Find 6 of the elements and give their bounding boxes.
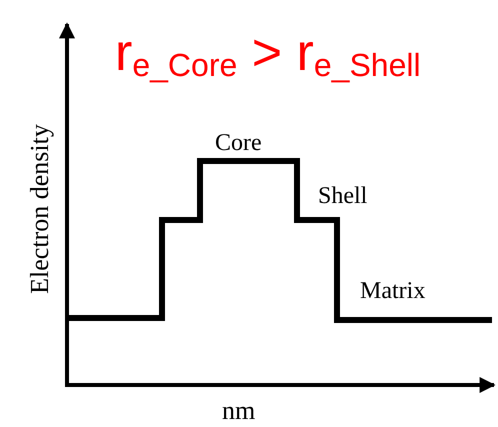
region-label: Matrix [360, 279, 426, 303]
region-label: Shell [318, 184, 368, 208]
axis-title: Electron density [27, 123, 53, 296]
axis-title: nm [222, 398, 256, 424]
region-label: Core [215, 131, 262, 155]
formula-title: r$_{e_Core}$ > r$_{e_Shell}$ [115, 23, 421, 84]
